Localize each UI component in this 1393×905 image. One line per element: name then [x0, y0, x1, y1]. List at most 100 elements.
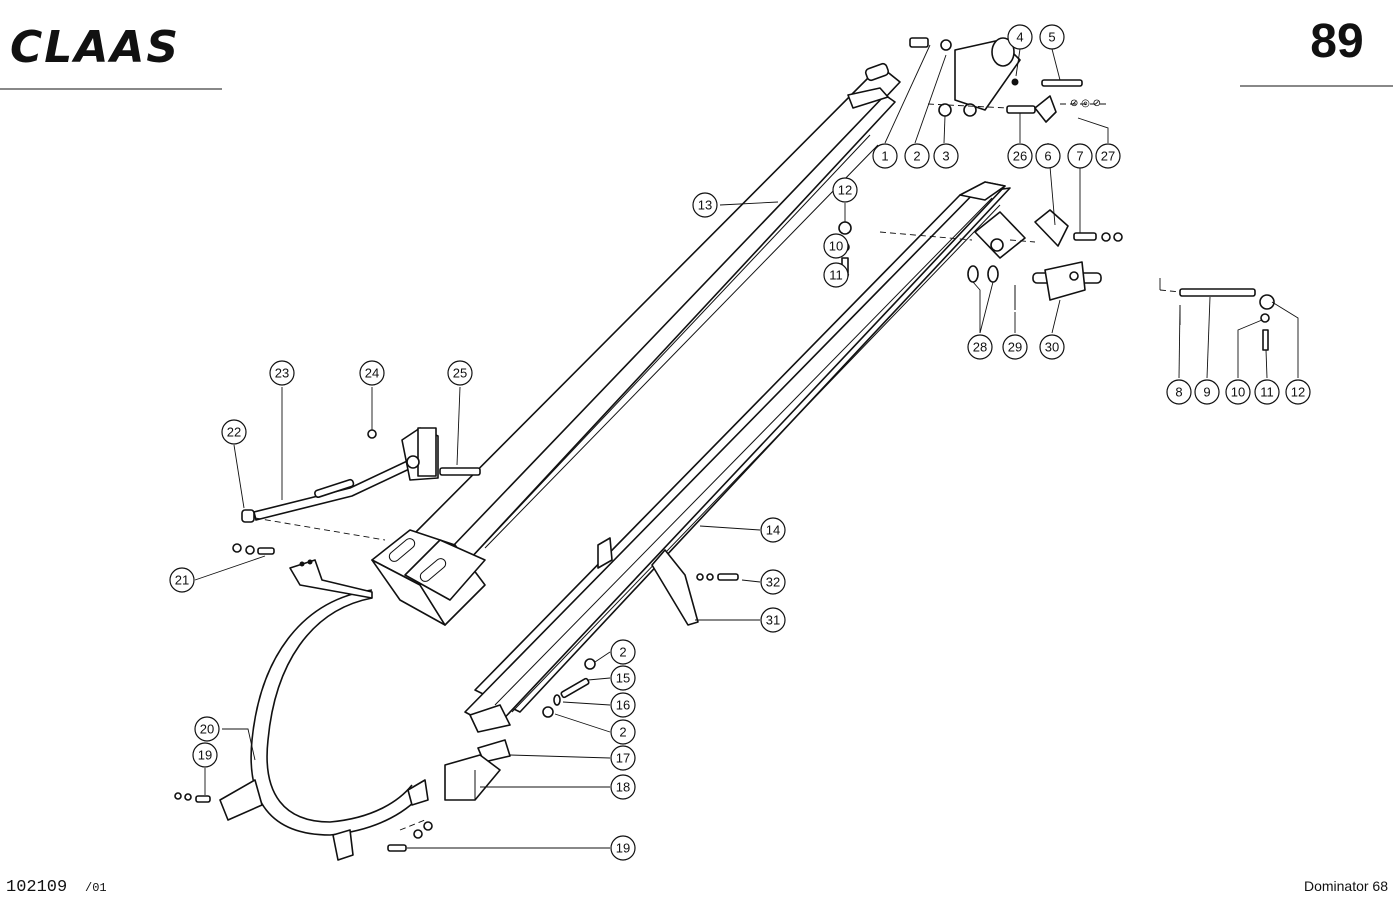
callout-circle	[967, 334, 993, 360]
callout-5: 5	[1039, 24, 1065, 50]
callout-20: 20	[194, 716, 220, 742]
callout-label: 8	[1175, 385, 1182, 400]
callout-circle	[823, 262, 849, 288]
page-number: 89	[1310, 15, 1363, 68]
drawing-artwork: ⊘ ◎ ⊘	[174, 37, 1299, 861]
clamp-plates	[444, 739, 511, 801]
callout-circle	[1039, 24, 1065, 50]
curved-strap	[174, 543, 433, 861]
callout-11: 11	[1254, 379, 1280, 405]
callout-label: 15	[616, 671, 630, 686]
callout-1: 1	[872, 143, 898, 169]
callout-24: 24	[359, 360, 385, 386]
callout-12: 12	[1285, 379, 1311, 405]
callout-label: 4	[1016, 30, 1023, 45]
callout-31: 31	[760, 607, 786, 633]
callout-circle	[1285, 379, 1311, 405]
callout-label: 11	[829, 268, 843, 283]
callout-circle	[1254, 379, 1280, 405]
header: CLAAS 89	[0, 15, 1393, 90]
callout-label: 6	[1044, 149, 1051, 164]
callout-6: 6	[1035, 143, 1061, 169]
callout-23: 23	[269, 360, 295, 386]
callout-label: 12	[1291, 385, 1305, 400]
top-pivot-assembly: ⊘ ◎ ⊘	[909, 37, 1110, 123]
side-bracket-assembly	[879, 209, 1123, 310]
callout-9: 9	[1194, 379, 1220, 405]
callout-circle	[832, 177, 858, 203]
callout-15: 15	[610, 665, 636, 691]
callout-label: 26	[1013, 149, 1027, 164]
callout-11: 11	[823, 262, 849, 288]
callout-circle	[610, 639, 636, 665]
callout-circle	[192, 742, 218, 768]
callout-30: 30	[1039, 334, 1065, 360]
callout-label: 28	[973, 340, 987, 355]
callout-circle	[1039, 334, 1065, 360]
upper-channel	[371, 62, 901, 626]
callout-circle	[1095, 143, 1121, 169]
callout-circle	[221, 419, 247, 445]
callout-circle	[904, 143, 930, 169]
callout-circle	[610, 665, 636, 691]
callout-circle	[1007, 24, 1033, 50]
callout-label: 31	[766, 613, 780, 628]
callout-25: 25	[447, 360, 473, 386]
callout-4: 4	[1007, 24, 1033, 50]
callout-label: 18	[616, 780, 630, 795]
callout-18: 18	[610, 774, 636, 800]
washer-symbols: ⊘ ◎ ⊘	[1070, 98, 1101, 109]
leader-lines	[194, 44, 1299, 849]
callout-22: 22	[221, 419, 247, 445]
callout-19: 19	[192, 742, 218, 768]
callout-label: 22	[227, 425, 241, 440]
callout-7: 7	[1067, 143, 1093, 169]
callout-17: 17	[610, 745, 636, 771]
callout-label: 25	[453, 366, 467, 381]
callout-21: 21	[169, 567, 195, 593]
callout-circle	[169, 567, 195, 593]
callout-label: 10	[829, 239, 843, 254]
drawing-number: 102109	[6, 878, 67, 897]
callout-10: 10	[1225, 379, 1251, 405]
lower-bolt-set	[542, 658, 596, 718]
callout-label: 7	[1076, 149, 1083, 164]
callout-circle	[447, 360, 473, 386]
callout-label: 14	[766, 523, 780, 538]
callout-label: 2	[619, 645, 626, 660]
side-plate	[651, 549, 739, 626]
callout-label: 11	[1260, 385, 1274, 400]
callout-label: 29	[1008, 340, 1022, 355]
callout-label: 23	[275, 366, 289, 381]
callout-circle	[194, 716, 220, 742]
callout-label: 5	[1048, 30, 1055, 45]
callout-circle	[1225, 379, 1251, 405]
callout-circle	[610, 719, 636, 745]
callout-circle	[933, 143, 959, 169]
callout-3: 3	[933, 143, 959, 169]
callout-circle	[1067, 143, 1093, 169]
callout-16: 16	[610, 692, 636, 718]
callout-circle	[823, 233, 849, 259]
drawing-revision: /01	[85, 881, 107, 895]
callout-19: 19	[610, 835, 636, 861]
callout-label: 19	[616, 841, 630, 856]
callout-label: 10	[1231, 385, 1245, 400]
callout-2: 2	[904, 143, 930, 169]
callout-12: 12	[832, 177, 858, 203]
callout-circle	[760, 517, 786, 543]
tension-rod-assembly	[241, 427, 481, 541]
callout-circle	[1194, 379, 1220, 405]
callout-29: 29	[1002, 334, 1028, 360]
callout-circle	[1007, 143, 1033, 169]
callout-circle	[872, 143, 898, 169]
callout-label: 1	[881, 149, 888, 164]
callout-label: 27	[1101, 149, 1115, 164]
lower-channel	[464, 181, 1011, 733]
callout-circle	[359, 360, 385, 386]
callout-label: 19	[198, 748, 212, 763]
callout-circle	[692, 192, 718, 218]
